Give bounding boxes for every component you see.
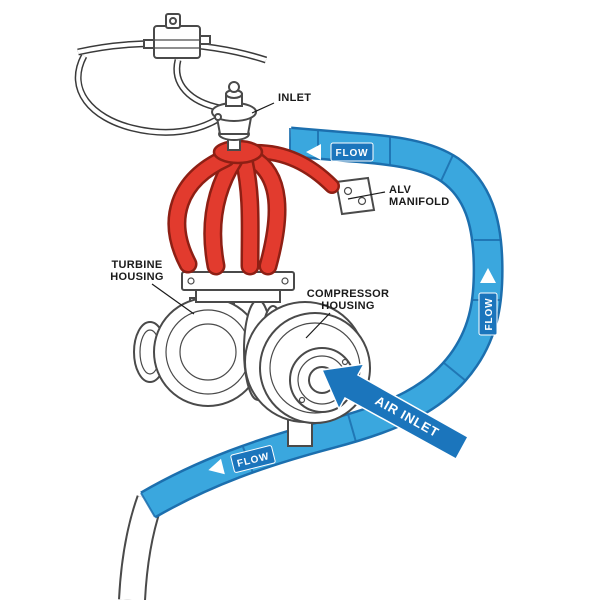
wastegate [211, 81, 257, 151]
inlet-label: INLET [278, 92, 311, 104]
downpipe [118, 495, 164, 600]
alv-manifold-label-line1: ALV [389, 184, 411, 196]
turbine-housing-label-line1: TURBINE [112, 259, 163, 271]
alv-manifold-label-line2: MANIFOLD [389, 196, 449, 208]
flow-up-arrow-icon [480, 268, 496, 283]
solenoid-valve [143, 13, 211, 59]
callouts: INLET ALV MANIFOLD TURBINE HOUSING COMPR… [110, 92, 449, 339]
compressor-housing-label-line1: COMPRESSOR [307, 288, 389, 300]
flow-left-arrow-icon [306, 144, 321, 160]
flow-badge-top: FLOW [306, 142, 374, 162]
exhaust-manifold [167, 139, 340, 276]
flow-badge-bottom: FLOW [208, 445, 276, 475]
flow-left-arrow-icon [208, 458, 225, 475]
manifold-flange [181, 271, 295, 303]
turbine-housing [133, 297, 263, 407]
compressor-housing-label-line2: HOUSING [321, 300, 374, 312]
turbine-housing-label-line2: HOUSING [110, 271, 163, 283]
flow-badge-right: FLOW [478, 268, 498, 336]
flow-label: FLOW [484, 297, 495, 330]
flow-label: FLOW [335, 148, 368, 159]
manifold-bracket [334, 176, 376, 216]
